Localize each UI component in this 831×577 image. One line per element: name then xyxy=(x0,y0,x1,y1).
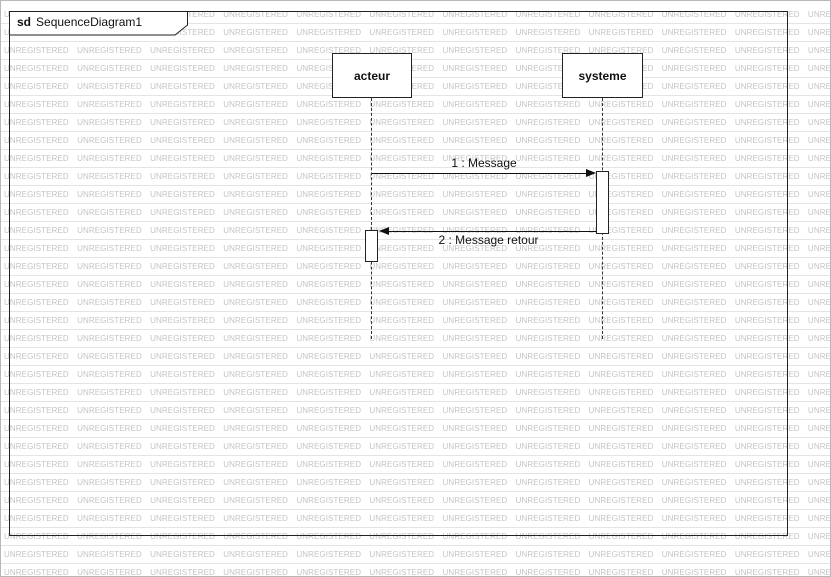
watermark-row: UNREGISTERED UNREGISTERED UNREGISTERED U… xyxy=(1,546,830,564)
watermark-row: UNREGISTERED UNREGISTERED UNREGISTERED U… xyxy=(1,204,830,222)
watermark-row: UNREGISTERED UNREGISTERED UNREGISTERED U… xyxy=(1,222,830,240)
sequence-diagram-frame[interactable] xyxy=(9,11,788,536)
watermark-row: UNREGISTERED UNREGISTERED UNREGISTERED U… xyxy=(1,438,830,456)
watermark-row: UNREGISTERED UNREGISTERED UNREGISTERED U… xyxy=(1,114,830,132)
watermark-row: UNREGISTERED UNREGISTERED UNREGISTERED U… xyxy=(1,402,830,420)
watermark-row: UNREGISTERED UNREGISTERED UNREGISTERED U… xyxy=(1,168,830,186)
watermark-row: UNREGISTERED UNREGISTERED UNREGISTERED U… xyxy=(1,78,830,96)
watermark-row: UNREGISTERED UNREGISTERED UNREGISTERED U… xyxy=(1,510,830,528)
watermark-row: UNREGISTERED UNREGISTERED UNREGISTERED U… xyxy=(1,492,830,510)
lifeline-systeme-label: systeme xyxy=(578,68,627,83)
watermark-row: UNREGISTERED UNREGISTERED UNREGISTERED U… xyxy=(1,420,830,438)
watermark-row: UNREGISTERED UNREGISTERED UNREGISTERED U… xyxy=(1,6,830,24)
watermark-row: UNREGISTERED UNREGISTERED UNREGISTERED U… xyxy=(1,132,830,150)
watermark-row: UNREGISTERED UNREGISTERED UNREGISTERED U… xyxy=(1,456,830,474)
watermark-row: UNREGISTERED UNREGISTERED UNREGISTERED U… xyxy=(1,312,830,330)
watermark-row: UNREGISTERED UNREGISTERED UNREGISTERED U… xyxy=(1,474,830,492)
watermark-row: UNREGISTERED UNREGISTERED UNREGISTERED U… xyxy=(1,564,830,576)
watermark-row: UNREGISTERED UNREGISTERED UNREGISTERED U… xyxy=(1,528,830,546)
frame-title-label: SequenceDiagram1 xyxy=(36,15,143,29)
watermark-row: UNREGISTERED UNREGISTERED UNREGISTERED U… xyxy=(1,258,830,276)
frame-keyword-label: sd xyxy=(17,15,32,29)
activation-acteur[interactable] xyxy=(365,230,378,262)
frame-tab-shape[interactable] xyxy=(9,11,189,36)
lifeline-acteur-box[interactable]: acteur xyxy=(332,53,412,98)
watermark-row: UNREGISTERED UNREGISTERED UNREGISTERED U… xyxy=(1,96,830,114)
activation-systeme[interactable] xyxy=(596,171,609,234)
watermark-row: UNREGISTERED UNREGISTERED UNREGISTERED U… xyxy=(1,276,830,294)
message-2-line[interactable] xyxy=(388,231,596,232)
message-2-label[interactable]: 2 : Message retour xyxy=(438,233,539,247)
watermark-row: UNREGISTERED UNREGISTERED UNREGISTERED U… xyxy=(1,330,830,348)
lifeline-acteur-line[interactable] xyxy=(371,98,372,339)
watermark-row: UNREGISTERED UNREGISTERED UNREGISTERED U… xyxy=(1,24,830,42)
message-1-label[interactable]: 1 : Message xyxy=(451,156,517,170)
watermark-row: UNREGISTERED UNREGISTERED UNREGISTERED U… xyxy=(1,186,830,204)
message-1-line[interactable] xyxy=(372,173,587,174)
frame-title[interactable]: sd SequenceDiagram1 xyxy=(17,15,142,29)
watermark-row: UNREGISTERED UNREGISTERED UNREGISTERED U… xyxy=(1,366,830,384)
watermark-row: UNREGISTERED UNREGISTERED UNREGISTERED U… xyxy=(1,294,830,312)
lifeline-systeme-box[interactable]: systeme xyxy=(562,53,643,98)
watermark-row: UNREGISTERED UNREGISTERED UNREGISTERED U… xyxy=(1,60,830,78)
message-1-arrowhead-icon xyxy=(586,169,596,177)
watermark-row: UNREGISTERED UNREGISTERED UNREGISTERED U… xyxy=(1,384,830,402)
watermark-row: UNREGISTERED UNREGISTERED UNREGISTERED U… xyxy=(1,240,830,258)
watermark-row: UNREGISTERED UNREGISTERED UNREGISTERED U… xyxy=(1,150,830,168)
message-2-arrowhead-icon xyxy=(379,227,389,235)
watermark-row: UNREGISTERED UNREGISTERED UNREGISTERED U… xyxy=(1,42,830,60)
watermark-row: UNREGISTERED UNREGISTERED UNREGISTERED U… xyxy=(1,348,830,366)
lifeline-acteur-label: acteur xyxy=(353,68,391,83)
